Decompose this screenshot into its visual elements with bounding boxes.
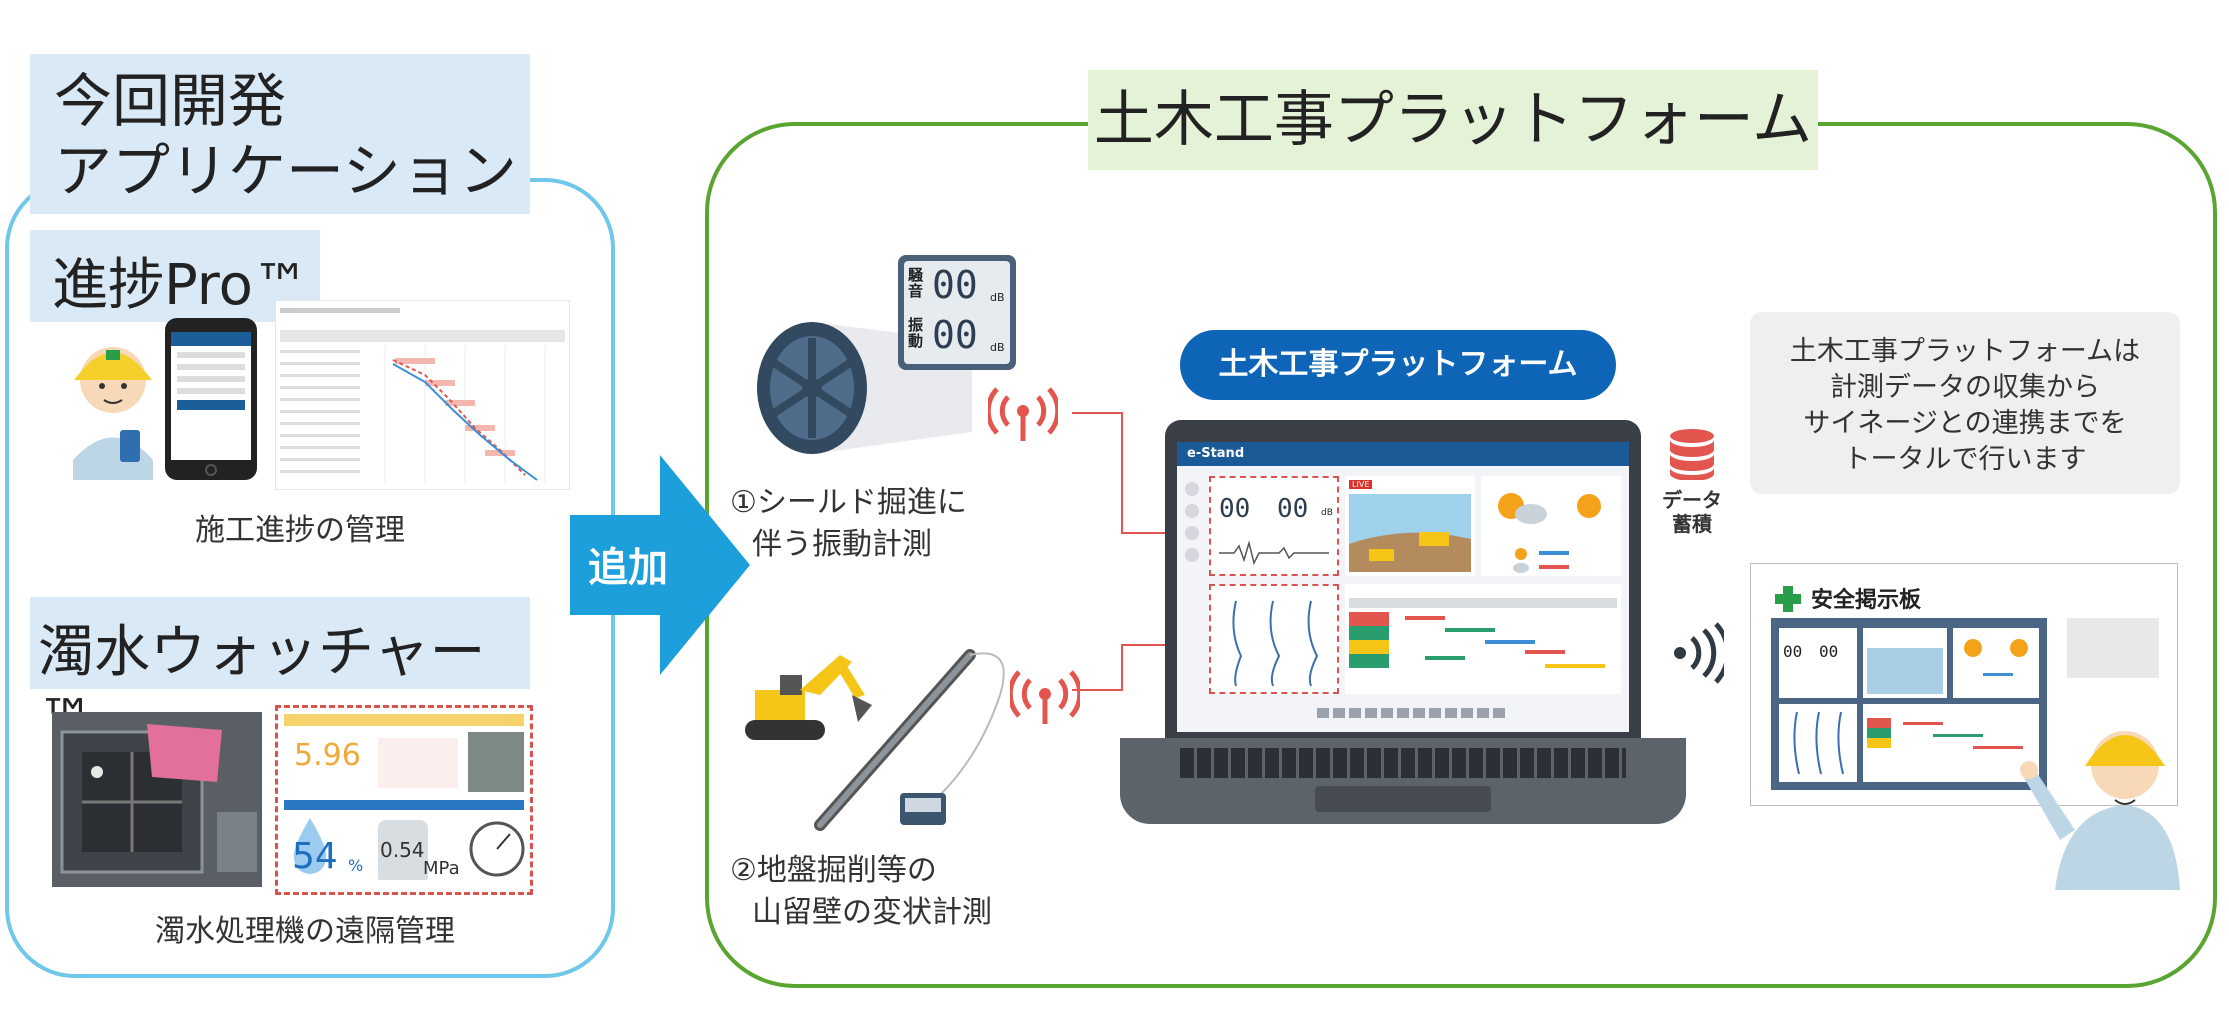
platform-title: 土木工事プラットフォーム [1088,70,1818,170]
safety-cross-icon [1775,586,1801,612]
laptop-weather-panel [1481,476,1621,576]
ui-value-1: 5.96 [294,738,361,773]
signage-vibration-panel: 00 00 [1779,628,1857,698]
water-watcher-ui: 5.96 54 % 0.54 MPa [275,705,533,895]
laptop-vibration-panel: 00 00 dB [1209,476,1339,576]
ui-value-3: 0.54 [380,838,425,862]
laptop-screen-bezel: e-Stand 00 00 dB LIVE [1165,420,1641,738]
signage-screen: 00 00 [1771,618,2047,790]
excavator-illustration [745,655,872,740]
signal-antenna-icon-2 [1010,670,1080,724]
meter-unit-noise: dB [990,291,1005,304]
data-storage-line1: データ [1662,488,1722,512]
meter-label-vibration: 振動 [908,316,924,350]
app-title-line2: アプリケーション [54,137,517,205]
laptop-display: e-Stand 00 00 dB LIVE [1177,442,1629,732]
progress-app-title: 進捗Pro™ [30,230,320,322]
pressure-gauge-icon [469,821,525,877]
progress-caption: 施工進捗の管理 [195,513,405,548]
step1-line2: 伴う振動計測 [752,527,932,562]
ui-header-bar [284,714,524,726]
app-title-line1: 今回開発 [54,67,287,135]
signage-weather-panel [1953,628,2039,698]
step1-text: ①シールド掘進に 伴う振動計測 [730,482,967,566]
smartphone [165,318,257,480]
laptop-camera-panel: LIVE [1345,476,1475,576]
laptop-value-unit: dB [1321,508,1333,518]
laptop-waveform [1219,540,1329,566]
signage-displacement-panel [1779,704,1857,782]
wireless-broadcast-icon [1674,622,1724,684]
signage-camera-panel [1863,628,1947,698]
step2-line2: 山留壁の変状計測 [752,895,992,930]
app-section-title: 今回開発 アプリケーション [30,54,530,214]
info-line-2: 計測データの収集から [1830,372,2100,403]
data-logger-icon [900,793,946,825]
signage-value-left: 00 [1783,642,1803,661]
worker-phone-illustration [73,347,153,480]
ui-value-2-unit: % [348,856,364,875]
weather-icons [1498,493,1601,573]
water-caption: 濁水処理機の遠隔管理 [155,914,455,949]
step2-text: ②地盤掘削等の 山留壁の変状計測 [730,850,992,934]
water-drop-icon [293,818,327,874]
laptop-value-left: 00 [1219,494,1251,524]
laptop-gantt-panel [1345,584,1621,694]
water-app-title: 濁水ウォッチャー™ [30,597,530,753]
data-storage-line2: 蓄積 [1672,512,1712,536]
worker-pointing-illustration [2020,731,2180,890]
laptop-gantt-chart [1349,598,1617,668]
signage-side-panel [2067,618,2159,678]
ui-section-bar [284,800,524,810]
signal-antenna-icon-1 [988,387,1058,441]
info-line-3: サイネージとの連携までを [1803,408,2127,439]
info-line-4: トータルで行います [1843,444,2087,475]
ui-camera-thumb [468,732,524,792]
laptop-displacement-panel [1209,584,1339,694]
noise-vibration-meter: 騒音 00 dB 振動 00 dB [898,255,1016,370]
construction-site-image [1349,494,1471,572]
laptop-page-dots [1317,708,1507,718]
progress-gantt-screenshot [275,300,570,490]
platform-info-box: 土木工事プラットフォームは 計測データの収集から サイネージとの連携までを トー… [1750,312,2180,494]
ui-tank-icon [378,820,428,880]
add-arrow-label: 追加 [588,545,668,591]
laptop-value-right: 00 [1277,494,1309,524]
laptop-trackpad [1315,786,1491,812]
step1-line1: ①シールド掘進に [730,485,967,520]
ui-value-3-unit: MPa [423,858,460,879]
signage-title: 安全掲示板 [1811,588,1922,613]
laptop-keyboard [1180,748,1626,778]
database-icon [1670,429,1714,480]
phone-screen [171,332,251,460]
data-storage-label: データ 蓄積 [1652,488,1732,536]
step2-line1: ②地盤掘削等の [730,853,937,888]
info-line-1: 土木工事プラットフォームは [1789,336,2141,367]
laptop-brand: e-Stand [1177,442,1629,466]
platform-pill-label: 土木工事プラットフォーム [1180,330,1616,400]
meter-label-noise: 騒音 [908,266,924,300]
add-arrow [570,455,750,675]
meter-value-vibration: 00 [932,313,978,357]
ui-mini-chart [378,738,458,788]
meter-value-noise: 00 [932,263,978,307]
water-treatment-machine-photo [52,712,262,887]
laptop-sidebar [1185,482,1199,572]
signage-gantt-panel [1863,704,2039,782]
ui-value-2: 54 [292,836,338,877]
inclinometer-probe-illustration [814,649,1005,831]
laptop-base [1120,738,1686,824]
live-badge: LIVE [1349,480,1373,489]
displacement-curves [1232,600,1319,687]
signage-value-right: 00 [1819,642,1839,661]
meter-unit-vibration: dB [990,341,1005,354]
